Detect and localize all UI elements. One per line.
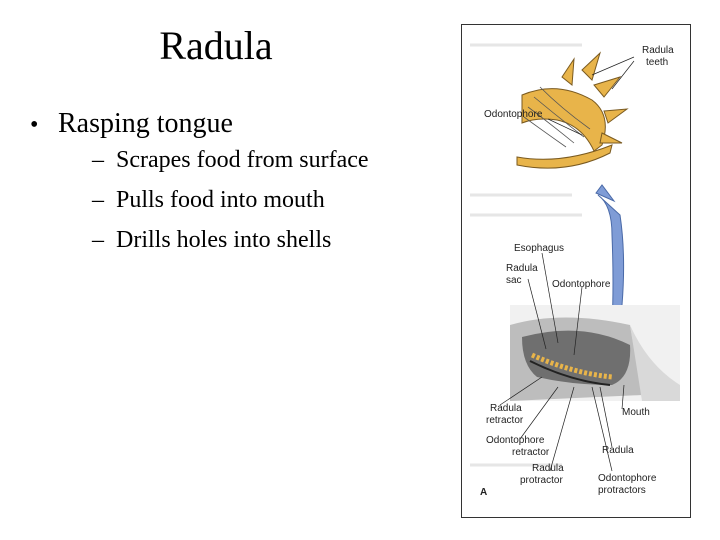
label-radula-retractor: Radula	[490, 403, 522, 414]
label-odontophore: Odontophore	[484, 109, 543, 120]
dash-icon: –	[92, 187, 104, 213]
label-radula-teeth: Radula	[642, 45, 674, 56]
radula-teeth-drawing	[516, 51, 629, 169]
slide-title: Radula	[159, 23, 273, 68]
sub-bullet-text: Pulls food into mouth	[116, 187, 325, 213]
label-radula: Radula	[602, 445, 634, 456]
bullet-dot-icon: •	[30, 112, 39, 138]
sub-bullet: –Pulls food into mouth	[92, 180, 440, 220]
label-radula-retractor: retractor	[486, 415, 524, 426]
label-radula-teeth: teeth	[646, 57, 668, 68]
bullet-list: • Rasping tongue –Scrapes food from surf…	[30, 108, 440, 260]
label-radula-protractor: protractor	[520, 475, 563, 486]
sub-bullet: –Scrapes food from surface	[92, 140, 440, 180]
label-odontophore-protractors: protractors	[598, 485, 646, 496]
label-esophagus: Esophagus	[514, 243, 564, 254]
bullet-main: • Rasping tongue	[30, 108, 440, 140]
radula-diagram: Radula teeth Odontophore Esophagus Radul…	[461, 24, 691, 518]
label-odontophore-retractor: retractor	[512, 447, 550, 458]
label-odontophore-protractors: Odontophore	[598, 473, 657, 484]
sub-bullet: –Drills holes into shells	[92, 220, 440, 260]
sub-bullet-text: Drills holes into shells	[116, 227, 332, 253]
bullet-main-text: Rasping tongue	[58, 108, 233, 139]
label-panel: A	[480, 487, 487, 498]
label-mouth: Mouth	[622, 407, 650, 418]
label-odontophore-retractor: Odontophore	[486, 435, 545, 446]
label-odontophore-mid: Odontophore	[552, 279, 611, 290]
radula-illustration: Radula teeth Odontophore Esophagus Radul…	[470, 43, 680, 498]
label-radula-sac: Radula	[506, 263, 538, 274]
buccal-mass-drawing	[510, 305, 680, 401]
label-radula-sac: sac	[506, 275, 522, 286]
dash-icon: –	[92, 227, 104, 253]
sub-bullet-text: Scrapes food from surface	[116, 147, 369, 173]
label-radula-protractor: Radula	[532, 463, 564, 474]
dash-icon: –	[92, 147, 104, 173]
